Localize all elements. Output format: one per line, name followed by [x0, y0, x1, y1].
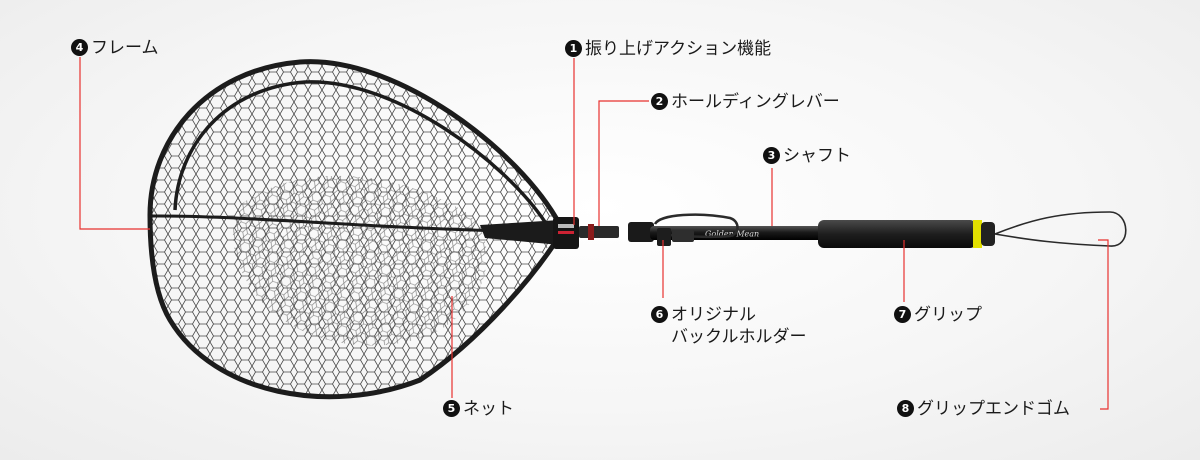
callout-text: シャフト: [783, 146, 851, 166]
shaft-brand-mark: Golden Mean: [705, 230, 759, 239]
callout-number: 2: [651, 93, 668, 110]
grip: [818, 220, 976, 248]
holding-lever: [579, 226, 619, 238]
callout-5-net: 5 ネット: [443, 398, 514, 420]
callout-text: フレーム: [91, 38, 159, 58]
callout-text: ネット: [463, 399, 514, 419]
lanyard-loop: [994, 211, 1127, 247]
callout-6-buckle-holder: 6 オリジナル バックルホルダー: [651, 304, 807, 348]
callout-text: グリップ: [914, 305, 982, 325]
callout-1-swing-up-action: 1 振り上げアクション機能: [565, 38, 771, 60]
yoke: [480, 217, 579, 249]
callout-number: 7: [894, 306, 911, 323]
callout-7-grip: 7 グリップ: [894, 304, 982, 326]
buckle-holder: [653, 213, 739, 246]
callout-8-grip-end-rubber: 8 グリップエンドゴム: [897, 398, 1070, 420]
callout-number: 3: [763, 147, 780, 164]
callout-3-shaft: 3 シャフト: [763, 145, 851, 167]
net-mesh: [150, 61, 560, 397]
callout-text: オリジナル: [671, 305, 756, 325]
callout-number: 6: [651, 306, 668, 323]
callout-text: 振り上げアクション機能: [585, 39, 772, 59]
grip-end-rubber: [981, 222, 995, 246]
callout-number: 5: [443, 400, 460, 417]
callout-text-line2: バックルホルダー: [671, 327, 807, 347]
callout-4-frame: 4 フレーム: [71, 37, 159, 59]
frame-hoop: [147, 59, 563, 400]
callout-text: グリップエンドゴム: [917, 399, 1070, 419]
callout-2-holding-lever: 2 ホールディングレバー: [651, 91, 840, 113]
callout-number: 4: [71, 39, 88, 56]
callout-text: ホールディングレバー: [671, 92, 840, 112]
leader-lines: [79, 57, 1109, 410]
callout-number: 8: [897, 400, 914, 417]
callout-number: 1: [565, 40, 582, 57]
grip-band: [973, 220, 982, 248]
